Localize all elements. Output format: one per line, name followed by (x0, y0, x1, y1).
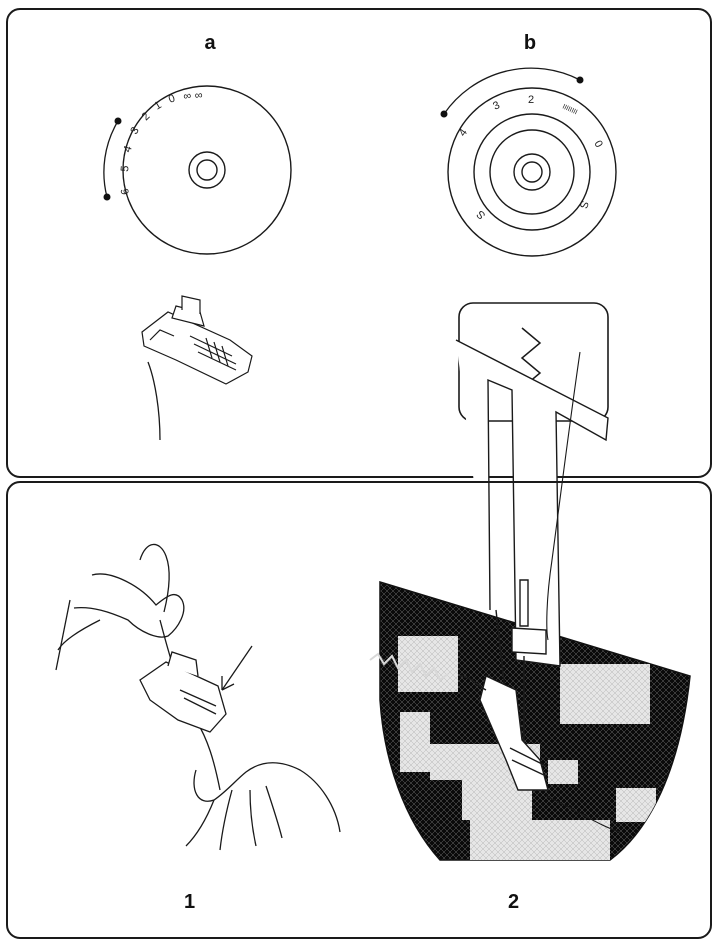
range-start-dot (115, 118, 122, 125)
svg-text:∞: ∞ (194, 89, 203, 102)
svg-text:6: 6 (119, 187, 132, 195)
svg-text:3: 3 (491, 99, 502, 112)
width-range-end-dot (577, 77, 584, 84)
svg-text:IIIIIIII: IIIIIIII (561, 103, 578, 116)
svg-text:2: 2 (528, 94, 534, 106)
range-end-dot (104, 194, 111, 201)
stitch-length-dial (104, 86, 291, 254)
svg-text:4: 4 (457, 127, 470, 139)
width-range-start-dot (441, 111, 448, 118)
svg-text:0: 0 (591, 139, 604, 150)
instructions-panel (6, 481, 712, 939)
zigzag-presser-foot (142, 296, 252, 384)
dial-b-numbers: 4 3 2 IIIIIIII 0 S S (457, 94, 605, 221)
svg-text:S: S (474, 208, 488, 222)
svg-text:4: 4 (121, 144, 134, 154)
svg-text:1: 1 (152, 99, 164, 112)
svg-text:0: 0 (167, 92, 177, 105)
svg-text:S: S (577, 199, 591, 210)
svg-text:∞: ∞ (182, 90, 192, 103)
dial-a-numbers: ∞ 0 1 2 3 4 5 6 ∞ (119, 89, 203, 195)
svg-text:5: 5 (119, 165, 131, 172)
